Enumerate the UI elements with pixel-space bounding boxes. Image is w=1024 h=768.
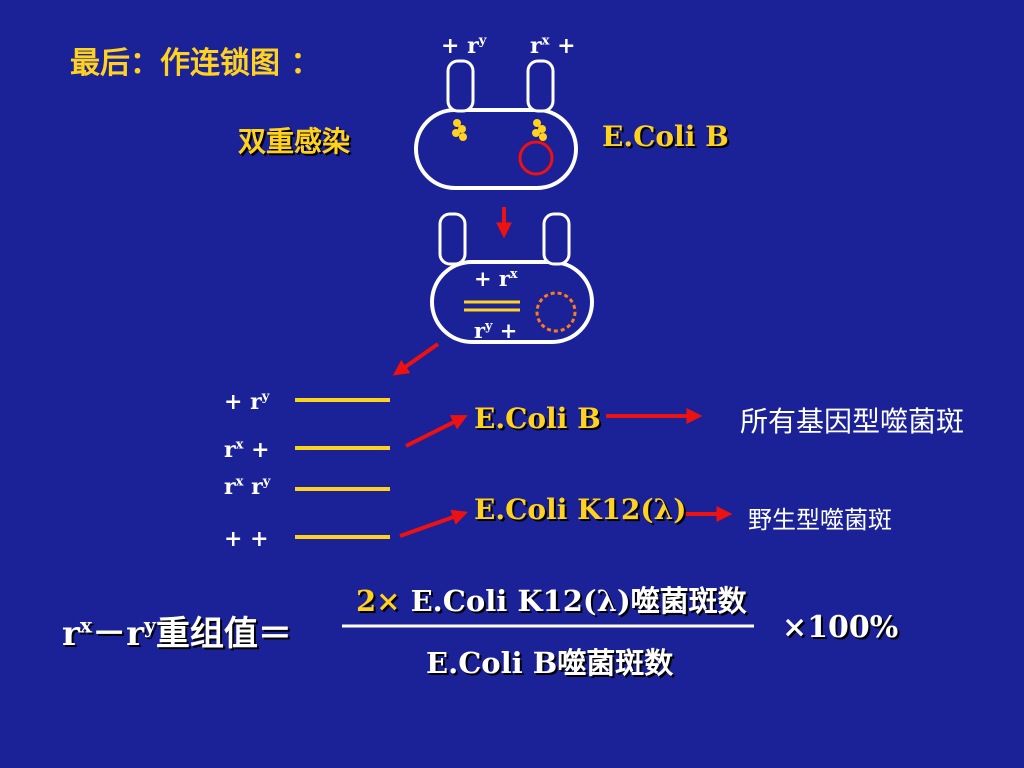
progeny-genotype-bottom: ry + xyxy=(474,318,518,343)
genotype-1: + ry xyxy=(224,389,270,415)
phage-right-genotype: rx + xyxy=(530,33,576,59)
host-label-top: E.Coli B xyxy=(602,120,729,153)
double-infection-label: 双重感染 xyxy=(238,125,351,158)
progeny-genotype-top: + rx xyxy=(474,266,518,291)
plasmid-circle-icon xyxy=(518,140,554,176)
infected-cell-top xyxy=(414,59,578,190)
formula-denominator: E.Coli B噬菌斑数 xyxy=(426,646,674,680)
infected-cell-bottom xyxy=(430,212,594,344)
injected-dna-right-icon xyxy=(532,119,547,141)
slide-title: 最后：作连锁图 ： xyxy=(70,46,321,81)
formula-numerator: 2× E.Coli K12(λ)噬菌斑数 xyxy=(356,584,747,618)
result-all-genotypes: 所有基因型噬菌斑 xyxy=(740,405,965,438)
genotype-3: rx ry xyxy=(224,474,271,500)
dotted-plasmid-icon xyxy=(535,291,577,333)
host-ecoli-k12: E.Coli K12(λ) xyxy=(474,493,687,526)
arrow-diagonal xyxy=(392,342,440,376)
formula-multiplier: ×100% xyxy=(782,610,899,645)
injected-dna-left-icon xyxy=(452,119,467,141)
genotype-2: rx + xyxy=(224,437,270,463)
result-wild-type: 野生型噬菌斑 xyxy=(748,506,892,534)
formula-lhs: rx－ry重组值＝ xyxy=(62,613,292,654)
arrow-to-ecoli-b xyxy=(405,415,468,448)
arrow-to-ecoli-k12 xyxy=(399,509,469,538)
phage-left-genotype: + ry xyxy=(441,33,487,59)
host-ecoli-b: E.Coli B xyxy=(474,402,601,435)
genotype-4: + + xyxy=(224,526,269,552)
